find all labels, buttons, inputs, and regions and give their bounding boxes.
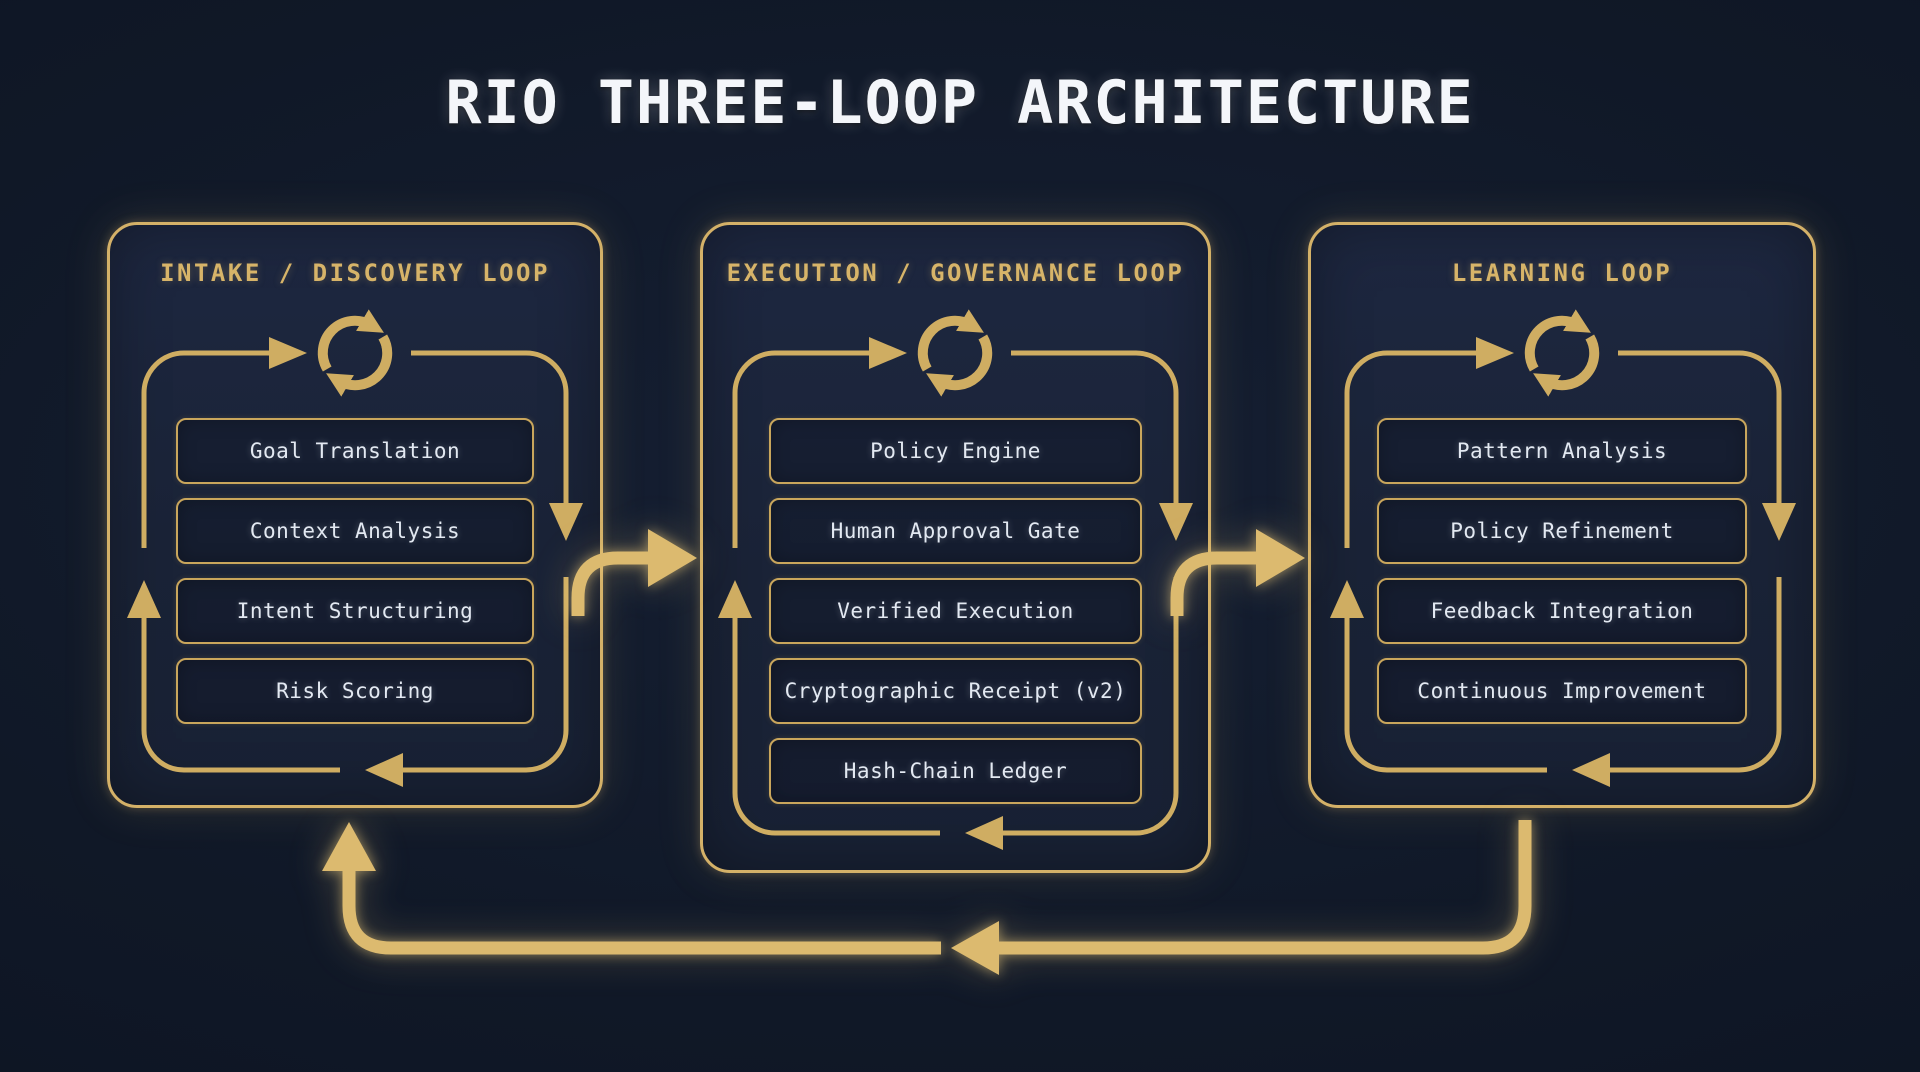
flow-step-label: Risk Scoring xyxy=(276,679,434,703)
flow-step-label: Policy Refinement xyxy=(1450,519,1674,543)
flow-step-label: Intent Structuring xyxy=(236,599,474,623)
cycle-icon xyxy=(917,309,993,397)
flow-step-label: Feedback Integration xyxy=(1430,599,1694,623)
flow-step-box: Hash-Chain Ledger xyxy=(769,738,1142,804)
cycle-icon xyxy=(317,309,393,397)
panel-intake-discovery-loop: INTAKE / DISCOVERY LOOP Goal Translation… xyxy=(107,222,603,808)
page-title: RIO THREE-LOOP ARCHITECTURE xyxy=(445,68,1475,138)
flow-step-label: Goal Translation xyxy=(249,439,461,463)
flow-step-box: Policy Engine xyxy=(769,418,1142,484)
flow-step-box: Intent Structuring xyxy=(176,578,534,644)
learning-loop-cycle xyxy=(1330,309,1796,787)
flow-step-label: Policy Engine xyxy=(870,439,1041,463)
panel-header: EXECUTION / GOVERNANCE LOOP xyxy=(726,259,1185,287)
intake-loop-cycle xyxy=(127,309,583,787)
flow-step-label: Verified Execution xyxy=(837,599,1074,623)
panel-header: INTAKE / DISCOVERY LOOP xyxy=(160,259,550,287)
panel-header: LEARNING LOOP xyxy=(1451,259,1673,287)
cycle-icon xyxy=(1524,309,1600,397)
flow-step-box: Policy Refinement xyxy=(1377,498,1747,564)
flow-step-box: Verified Execution xyxy=(769,578,1142,644)
flow-step-label: Pattern Analysis xyxy=(1456,439,1668,463)
panel-learning-loop: LEARNING LOOP Pattern Analysis Policy Re… xyxy=(1308,222,1816,808)
flow-step-label: Cryptographic Receipt (v2) xyxy=(784,679,1127,703)
flow-step-label: Context Analysis xyxy=(249,519,461,543)
panel-execution-governance-loop: EXECUTION / GOVERNANCE LOOP Policy Engin… xyxy=(700,222,1211,873)
flow-step-box: Risk Scoring xyxy=(176,658,534,724)
flow-step-box: Context Analysis xyxy=(176,498,534,564)
flow-step-label: Continuous Improvement xyxy=(1417,679,1707,703)
flow-step-box: Continuous Improvement xyxy=(1377,658,1747,724)
flow-step-box: Feedback Integration xyxy=(1377,578,1747,644)
flow-step-label: Hash-Chain Ledger xyxy=(843,759,1068,783)
flow-step-box: Human Approval Gate xyxy=(769,498,1142,564)
flow-step-box: Pattern Analysis xyxy=(1377,418,1747,484)
flow-step-box: Cryptographic Receipt (v2) xyxy=(769,658,1142,724)
flow-step-box: Goal Translation xyxy=(176,418,534,484)
flow-step-label: Human Approval Gate xyxy=(830,519,1081,543)
